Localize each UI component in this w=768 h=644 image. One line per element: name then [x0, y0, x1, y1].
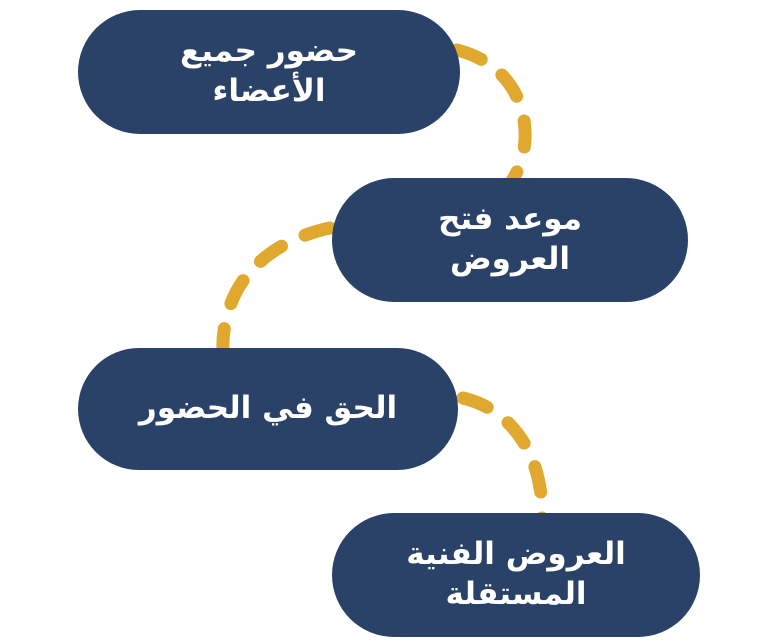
process-node-1[interactable]: حضور جميع الأعضاء — [78, 10, 460, 134]
connector-3-path — [456, 391, 549, 531]
connector-2-path — [216, 221, 337, 365]
process-node-2[interactable]: موعد فتح العروض — [332, 178, 688, 302]
process-node-2-label: موعد فتح العروض — [438, 201, 582, 277]
process-node-1-label: حضور جميع الأعضاء — [180, 33, 358, 109]
connector-1-path — [450, 43, 532, 203]
process-node-4-label: العروض الفنية المستقلة — [406, 536, 626, 612]
process-node-4[interactable]: العروض الفنية المستقلة — [332, 513, 700, 637]
process-node-3[interactable]: الحق في الحضور — [78, 348, 458, 470]
process-node-3-label: الحق في الحضور — [138, 390, 398, 427]
